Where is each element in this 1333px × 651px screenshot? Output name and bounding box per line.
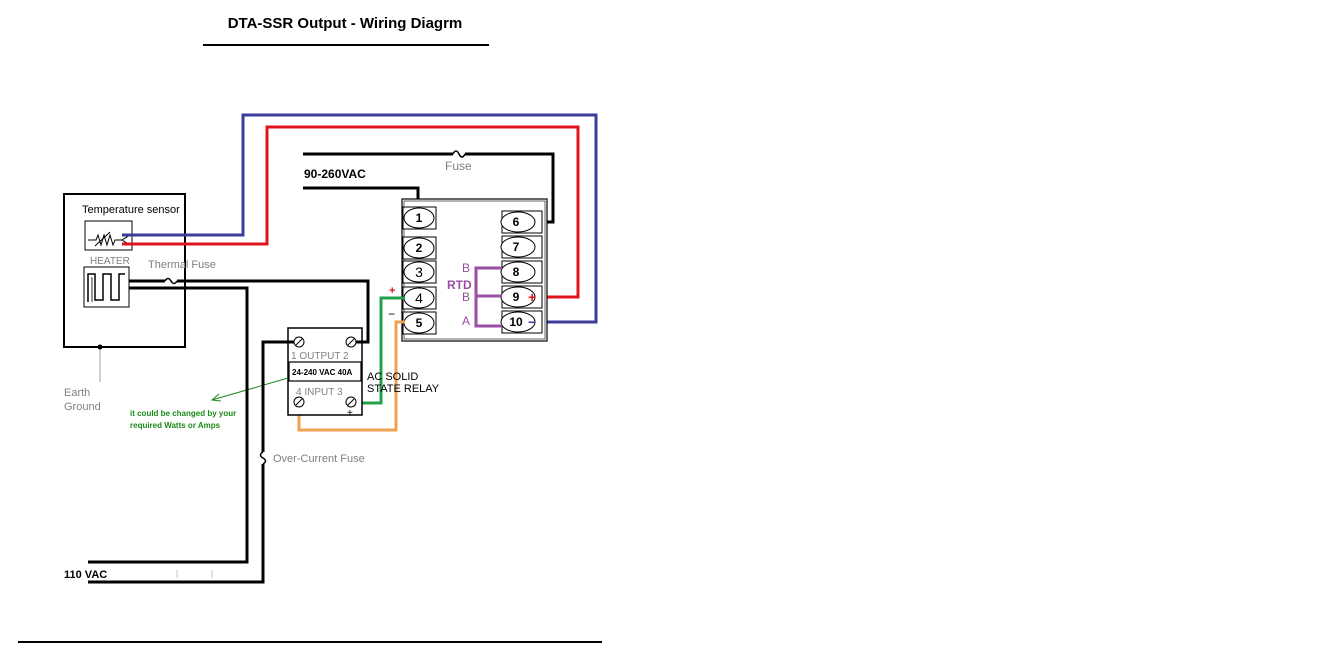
relay-output-label: 1 OUTPUT 2 [291,351,349,362]
svg-text:7: 7 [513,240,520,254]
svg-text:2: 2 [416,241,423,255]
fuse-symbol [452,150,466,158]
enclosure-box [63,193,186,348]
relay-rating-band [288,361,362,382]
svg-text:9: 9 [513,290,520,304]
wire-orange-control [297,320,405,432]
heater-label: HEATER [90,256,130,267]
wire-blue-sensor [122,113,598,324]
relay-rating-label: 24-240 VAC 40A [292,368,353,377]
svg-text:4: 4 [415,290,423,306]
over-current-fuse-symbol [259,451,267,465]
heater-coil-icon [87,273,125,302]
temperature-sensor-label: Temperature sensor [82,204,180,216]
note-label-2: required Watts or Amps [130,421,221,430]
svg-text:5: 5 [416,316,423,330]
rtd-b-label-mid: B [462,290,470,304]
terminal-6: 6 [500,210,543,234]
wire-green-control [351,296,405,405]
heater-element [83,266,130,308]
relay-input-plus-label: + [347,408,353,419]
terminal-2: 2 [402,236,437,260]
note-label: it could be changed by your [130,409,236,418]
earth-ground-label-2: Ground [64,401,101,413]
terminal-8: 8 [500,260,543,284]
note-arrowhead-icon [210,393,222,402]
terminal-10-minus-mark: − [528,314,536,330]
relay-input-label: 4 INPUT 3 [296,387,343,398]
svg-text:1: 1 [416,211,423,225]
diagram-title: DTA-SSR Output - Wiring Diagrm [228,15,463,32]
svg-text:6: 6 [513,215,520,229]
mains-voltage-label: 110 VAC [64,569,107,581]
terminal-5: 5 [402,311,437,335]
earth-ground-label: Earth [64,387,90,399]
terminal-3: 3 [402,260,437,284]
wire-red-sensor [122,125,580,299]
sensor-arrow-icon [94,231,111,247]
fuse-label: Fuse [445,159,472,173]
rtd-label: RTD [447,278,472,292]
rtd-b-label-top: B [462,261,470,275]
svg-text:10: 10 [509,315,523,329]
svg-text:3: 3 [415,264,423,280]
wire-fuse-to-mains [88,464,265,584]
thermal-fuse-symbol [164,277,178,285]
thermal-fuse-label: Thermal Fuse [148,259,216,271]
wire-supply-bottom [303,186,420,206]
svg-text:8: 8 [513,265,520,279]
plus-sign-label: + [389,285,395,297]
terminal-10: 10 − [500,310,543,334]
terminal-1: 1 [402,206,437,230]
terminal-9-plus-mark: + [528,289,536,305]
wire-heater-to-mains [88,286,249,564]
rtd-a-label: A [462,314,470,328]
terminal-9: 9 + [500,285,543,309]
wire-fuse-to-relay [177,279,370,344]
wire-relay-to-fuse [261,340,294,452]
over-current-fuse-label: Over-Current Fuse [273,453,365,465]
supply-voltage-label: 90-260VAC [304,167,366,181]
minus-sign-label: − [388,307,395,321]
note-arrow [211,377,289,401]
relay-name-label: AC SOLID [367,371,418,383]
relay-name-label-2: STATE RELAY [367,383,440,395]
sensor-resistor-icon [88,233,122,247]
terminal-4: 4 [402,286,437,310]
terminal-7: 7 [500,235,543,259]
